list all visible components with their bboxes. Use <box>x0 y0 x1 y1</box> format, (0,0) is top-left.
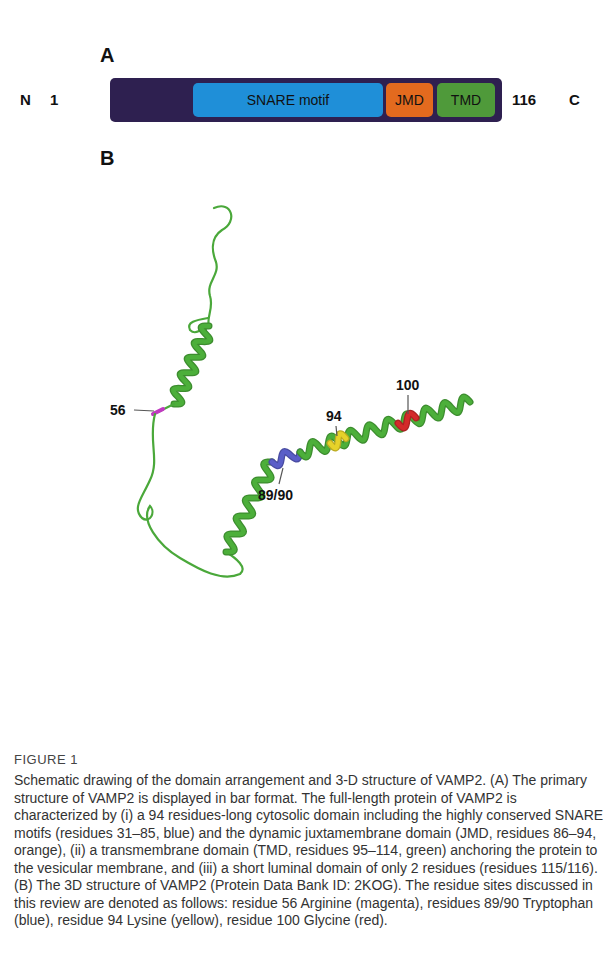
leader-lines <box>134 395 408 484</box>
alpha-helix <box>300 397 470 457</box>
alpha-helix <box>300 397 470 457</box>
leader-line <box>336 426 337 436</box>
figure-caption: Schematic drawing of the domain arrangem… <box>14 772 604 930</box>
residue-marker <box>398 413 416 428</box>
leader-line <box>407 395 408 414</box>
callout-number: 100 <box>396 378 419 392</box>
domain-label: SNARE motif <box>247 92 329 108</box>
panel-letter: A <box>100 45 114 65</box>
alpha-helix <box>226 462 272 552</box>
terminus-label: C <box>569 92 580 107</box>
terminus-label: N <box>20 92 31 107</box>
tmd-domain: TMD <box>437 83 495 117</box>
protein-structure <box>138 206 470 576</box>
panel-letter: B <box>100 148 114 168</box>
alpha-helix <box>173 326 210 404</box>
alpha-helix <box>226 462 272 552</box>
residue-marker <box>272 452 300 466</box>
domain-label: TMD <box>451 92 481 108</box>
domain-label: JMD <box>395 92 424 108</box>
callout-number: 94 <box>326 409 342 423</box>
alpha-helix <box>173 326 210 404</box>
residue-marker <box>330 434 346 448</box>
jmd-domain: JMD <box>386 83 433 117</box>
coil-segment <box>208 206 231 326</box>
residue-marker <box>272 452 300 466</box>
residue-number: 116 <box>512 92 536 107</box>
protein-bar <box>110 78 502 122</box>
callout-number: 89/90 <box>258 488 293 502</box>
callout-number: 56 <box>110 403 126 417</box>
snare-motif-domain: SNARE motif <box>193 83 383 117</box>
leader-line <box>134 410 154 411</box>
residue-marker <box>330 434 346 448</box>
leader-line <box>279 468 283 484</box>
residue-number: 1 <box>50 92 58 107</box>
figure-title: FIGURE 1 <box>14 752 78 767</box>
residue-marker <box>398 413 416 428</box>
